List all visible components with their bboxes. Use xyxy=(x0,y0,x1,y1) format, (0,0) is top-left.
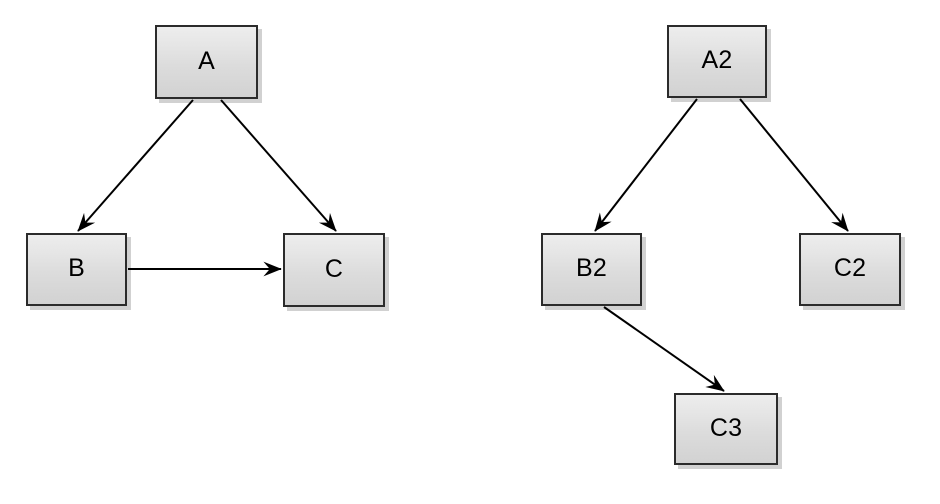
node-label: C3 xyxy=(709,413,743,442)
node-label: C2 xyxy=(833,254,867,282)
edge-b2-to-c3[interactable] xyxy=(603,306,725,392)
node-label: B2 xyxy=(576,254,607,282)
node-label: C xyxy=(324,254,344,283)
node-a[interactable]: A xyxy=(155,25,258,99)
node-c2[interactable]: C2 xyxy=(799,233,901,306)
node-c3[interactable]: C3 xyxy=(674,393,778,465)
edge-a2-to-b2[interactable] xyxy=(594,98,698,232)
node-b2[interactable]: B2 xyxy=(541,233,642,306)
edge-a-to-b[interactable] xyxy=(77,99,194,232)
edge-group xyxy=(77,98,849,392)
edge-a2-to-c2[interactable] xyxy=(739,98,849,232)
node-c[interactable]: C xyxy=(283,233,385,307)
edge-a-to-c[interactable] xyxy=(220,99,337,232)
node-b[interactable]: B xyxy=(26,233,127,306)
node-label: A xyxy=(198,46,215,75)
node-label: B xyxy=(68,254,85,282)
node-label: A2 xyxy=(701,46,733,74)
node-a2[interactable]: A2 xyxy=(667,25,767,98)
